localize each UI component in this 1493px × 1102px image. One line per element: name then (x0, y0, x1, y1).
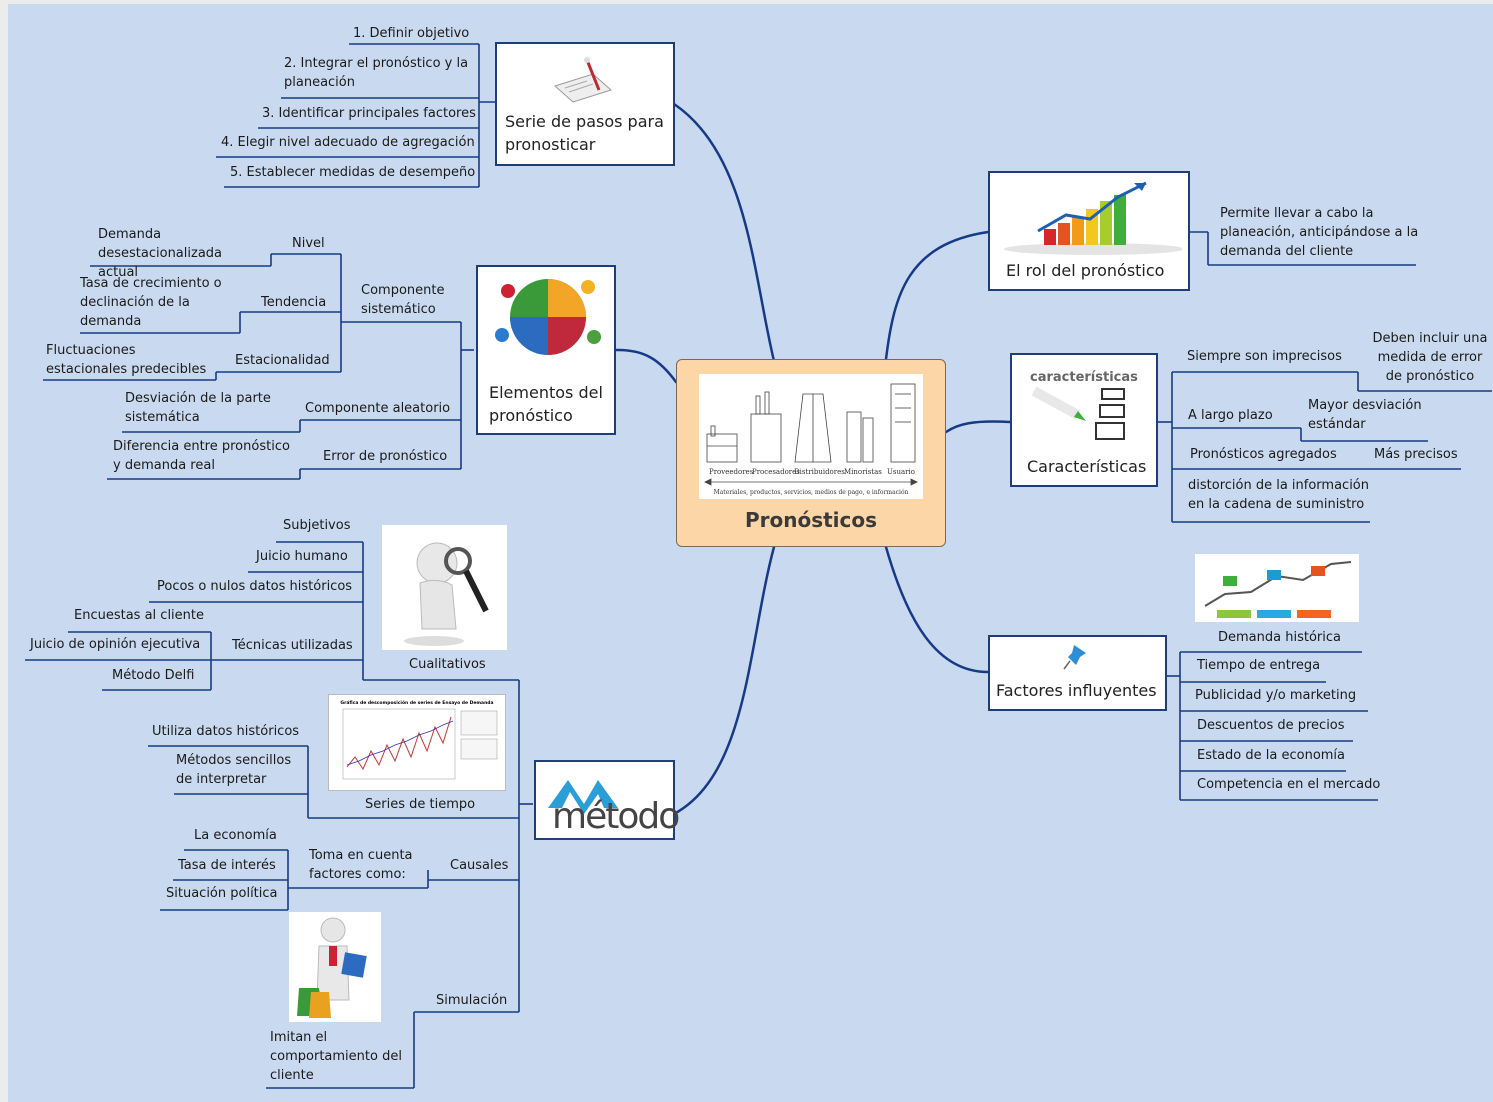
la-economia[interactable]: La economía (194, 828, 277, 843)
simulacion-desc[interactable]: Imitan el comportamiento del cliente (270, 1030, 402, 1083)
componente-sistematico[interactable]: Componente sistemático (361, 283, 445, 317)
topic-label: Factores influyentes (996, 681, 1157, 700)
stage-label-1: Procesadores (752, 468, 800, 476)
juicio-humano[interactable]: Juicio humano (256, 549, 348, 564)
largo-desc[interactable]: Mayor desviación estándar (1308, 398, 1422, 432)
metodo-logo-icon (542, 770, 672, 836)
supply-chain-caption: Materiales, productos, servicios, medios… (714, 489, 909, 496)
largo-plazo[interactable]: A largo plazo (1188, 408, 1273, 423)
error-desc[interactable]: Diferencia entre pronóstico y demanda re… (113, 439, 290, 473)
stage-label-0: Proveedores (709, 468, 754, 476)
topic-label: Serie de pasos para pronosticar (505, 112, 664, 154)
causales[interactable]: Causales (450, 858, 509, 873)
step-item[interactable]: 4. Elegir nivel adecuado de agregación (221, 135, 475, 150)
shopping-figure-icon (289, 912, 381, 1022)
aleatorio-desc[interactable]: Desviación de la parte sistemática (125, 391, 271, 425)
metodos-sencillos[interactable]: Métodos sencillos de interpretar (176, 753, 292, 787)
timeline-growth-icon (1195, 554, 1359, 622)
nivel-desc[interactable]: Demanda desestacionalizada actual (98, 227, 223, 280)
simulacion[interactable]: Simulación (436, 993, 508, 1008)
estacionalidad-desc[interactable]: Fluctuaciones estacionales predecibles (46, 343, 207, 377)
siempre-imprecisos[interactable]: Siempre son imprecisos (1187, 349, 1342, 364)
pocos-datos[interactable]: Pocos o nulos datos históricos (157, 579, 353, 594)
series-tiempo[interactable]: Series de tiempo (365, 797, 476, 812)
topic-metodo[interactable]: método (534, 760, 680, 840)
factor-item[interactable]: Publicidad y/o marketing (1195, 688, 1357, 703)
agregados-desc[interactable]: Más precisos (1374, 447, 1458, 462)
pushpin-icon (1062, 643, 1092, 671)
clipboard-checklist-icon (547, 54, 617, 104)
nivel[interactable]: Nivel (292, 236, 325, 251)
estacionalidad[interactable]: Estacionalidad (235, 353, 330, 368)
step-item[interactable]: 1. Definir objetivo (353, 26, 470, 41)
factor-item[interactable]: Tiempo de entrega (1197, 658, 1321, 673)
factor-item[interactable]: Competencia en el mercado (1197, 777, 1381, 792)
magnifier-figure-icon (382, 525, 507, 650)
rol-desc[interactable]: Permite llevar a cabo la planeación, ant… (1220, 206, 1419, 259)
componente-aleatorio[interactable]: Componente aleatorio (305, 401, 451, 416)
tendencia[interactable]: Tendencia (261, 295, 327, 310)
checklist-pencil-icon: características (1020, 361, 1152, 449)
topic-label: Características (1027, 457, 1147, 476)
puzzle-people-icon (488, 271, 608, 363)
step-item[interactable]: 2. Integrar el pronóstico y la planeació… (284, 56, 469, 90)
tecnicas-utilizadas[interactable]: Técnicas utilizadas (232, 638, 353, 653)
metodo-delfi[interactable]: Método Delfi (112, 668, 195, 683)
step-item[interactable]: 3. Identificar principales factores (262, 106, 476, 121)
thumbnail-title: Gráfica de descomposición de series de E… (340, 699, 493, 706)
step-item[interactable]: 5. Establecer medidas de desempeño (230, 165, 476, 180)
distorsion[interactable]: distorción de la información en la caden… (1188, 478, 1370, 512)
topic-elementos[interactable]: Elementos del pronóstico (476, 265, 616, 435)
topic-factores[interactable]: Factores influyentes (988, 635, 1167, 711)
tendencia-desc[interactable]: Tasa de crecimiento o declinación de la … (80, 276, 222, 329)
topic-label: El rol del pronóstico (1006, 261, 1165, 280)
bar-chart-growth-icon (998, 179, 1184, 257)
factor-item[interactable]: Demanda histórica (1218, 630, 1341, 645)
situacion-politica[interactable]: Situación política (166, 886, 278, 901)
stage-label-3: Minoristas (844, 468, 882, 476)
metodo-logo-text: método (552, 796, 680, 837)
factor-item[interactable]: Descuentos de precios (1197, 718, 1345, 733)
central-topic[interactable]: Proveedores Procesadores Distribuidores … (676, 359, 946, 547)
imprecisos-desc[interactable]: Deben incluir una medida de error de pro… (1372, 331, 1488, 384)
tasa-interes[interactable]: Tasa de interés (178, 858, 276, 873)
supply-chain-icon: Proveedores Procesadores Distribuidores … (699, 374, 923, 499)
topic-rol[interactable]: El rol del pronóstico (988, 171, 1190, 291)
line-chart-thumbnail-icon: Gráfica de descomposición de series de E… (328, 694, 506, 791)
topic-serie-pasos[interactable]: Serie de pasos para pronosticar (495, 42, 675, 166)
subjetivos[interactable]: Subjetivos (283, 518, 351, 533)
toma-en-cuenta[interactable]: Toma en cuenta factores como: (309, 848, 413, 882)
juicio-opinion[interactable]: Juicio de opinión ejecutiva (30, 637, 201, 652)
topic-caracteristicas[interactable]: características Características (1010, 353, 1158, 487)
connector-lines (25, 43, 1492, 1089)
caracteristicas-image-word: características (1030, 370, 1138, 385)
encuestas[interactable]: Encuestas al cliente (74, 608, 204, 623)
error-pronostico[interactable]: Error de pronóstico (323, 449, 448, 464)
stage-label-4: Usuario (887, 468, 915, 476)
factor-item[interactable]: Estado de la economía (1197, 748, 1346, 763)
cualitativos[interactable]: Cualitativos (409, 657, 486, 672)
pronosticos-agregados[interactable]: Pronósticos agregados (1190, 447, 1337, 462)
central-title: Pronósticos (744, 508, 878, 532)
topic-label: Elementos del pronóstico (489, 383, 603, 425)
mind-map-canvas: Proveedores Procesadores Distribuidores … (8, 4, 1493, 1102)
stage-label-2: Distribuidores (794, 468, 845, 476)
utiliza-datos[interactable]: Utiliza datos históricos (152, 724, 300, 739)
